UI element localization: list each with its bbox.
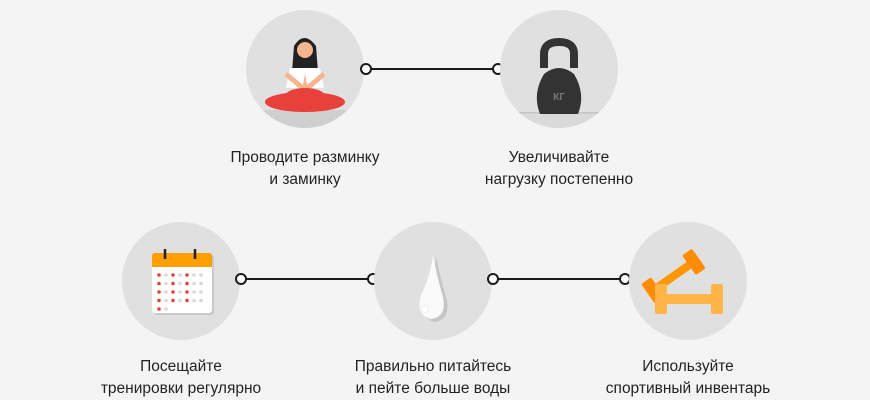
step-label-load: Увеличивайте нагрузку постепенно bbox=[439, 147, 679, 191]
calendar-day-dot bbox=[185, 298, 189, 303]
calendar-day-dot bbox=[199, 281, 203, 286]
yoga-meditation-icon bbox=[246, 38, 364, 128]
connector-line bbox=[487, 273, 631, 285]
calendar-day-dot bbox=[171, 281, 175, 286]
calendar-day-dot bbox=[178, 273, 182, 277]
water-drop-icon bbox=[419, 255, 448, 322]
calendar-day-dot bbox=[164, 273, 168, 277]
label-line: и пейте больше воды bbox=[355, 380, 511, 397]
step-label-warmup: Проводите разминку и заминку bbox=[185, 147, 425, 191]
calendar-day-dot bbox=[192, 290, 196, 294]
label-line: Посещайте bbox=[140, 358, 222, 375]
label-line: Правильно питайтесь bbox=[354, 358, 512, 375]
step-circle-regular bbox=[122, 222, 240, 340]
label-line: Используйте bbox=[642, 358, 734, 375]
calendar-day-dot bbox=[171, 290, 175, 294]
calendar-day-dot bbox=[178, 298, 182, 303]
label-line: Проводите разминку bbox=[230, 149, 380, 166]
connector-node bbox=[360, 63, 372, 75]
dumbbells-icon bbox=[641, 249, 723, 314]
calendar-day-dot bbox=[164, 298, 168, 303]
calendar-day-dot bbox=[185, 290, 189, 294]
connector-node bbox=[487, 273, 499, 285]
calendar-day-dot bbox=[157, 281, 161, 286]
step-label-regular: Посещайте тренировки регулярно bbox=[61, 356, 301, 400]
step-circle-water bbox=[374, 222, 492, 340]
calendar-day-dot bbox=[171, 298, 175, 303]
connector-node bbox=[235, 273, 247, 285]
calendar-day-dot bbox=[199, 298, 203, 303]
step-circle-warmup bbox=[246, 10, 364, 128]
calendar-day-dot bbox=[157, 307, 161, 311]
calendar-day-dot bbox=[164, 290, 168, 294]
calendar-day-dot bbox=[185, 281, 189, 286]
calendar-day-dot bbox=[199, 273, 203, 277]
kettlebell-icon: КГ bbox=[500, 37, 618, 128]
step-label-equipment: Используйте спортивный инвентарь bbox=[568, 356, 808, 400]
calendar-day-dot bbox=[185, 273, 189, 277]
calendar-day-dot bbox=[178, 290, 182, 294]
label-line: спортивный инвентарь bbox=[605, 380, 771, 397]
connector-line bbox=[360, 63, 504, 75]
calendar-day-dot bbox=[164, 281, 168, 286]
calendar-day-dot bbox=[178, 281, 182, 286]
calendar-icon bbox=[152, 249, 214, 315]
calendar-day-dot bbox=[199, 290, 203, 294]
label-line: и заминку bbox=[269, 171, 341, 188]
calendar-day-dot bbox=[157, 290, 161, 294]
calendar-day-dot bbox=[171, 273, 175, 277]
calendar-day-dot bbox=[192, 298, 196, 303]
step-circle-equipment bbox=[629, 222, 747, 340]
calendar-day-dot bbox=[192, 273, 196, 277]
kettlebell-label: КГ bbox=[553, 92, 565, 103]
calendar-day-dot bbox=[164, 307, 168, 311]
calendar-day-dot bbox=[157, 273, 161, 277]
step-circle-load: КГ bbox=[500, 10, 618, 128]
calendar-day-dot bbox=[157, 298, 161, 303]
label-line: нагрузку постепенно bbox=[484, 171, 634, 188]
label-line: Увеличивайте bbox=[508, 149, 610, 166]
connector-line bbox=[235, 273, 379, 285]
step-label-water: Правильно питайтесь и пейте больше воды bbox=[313, 356, 553, 400]
label-line: тренировки регулярно bbox=[100, 380, 262, 397]
calendar-day-dot bbox=[192, 281, 196, 286]
